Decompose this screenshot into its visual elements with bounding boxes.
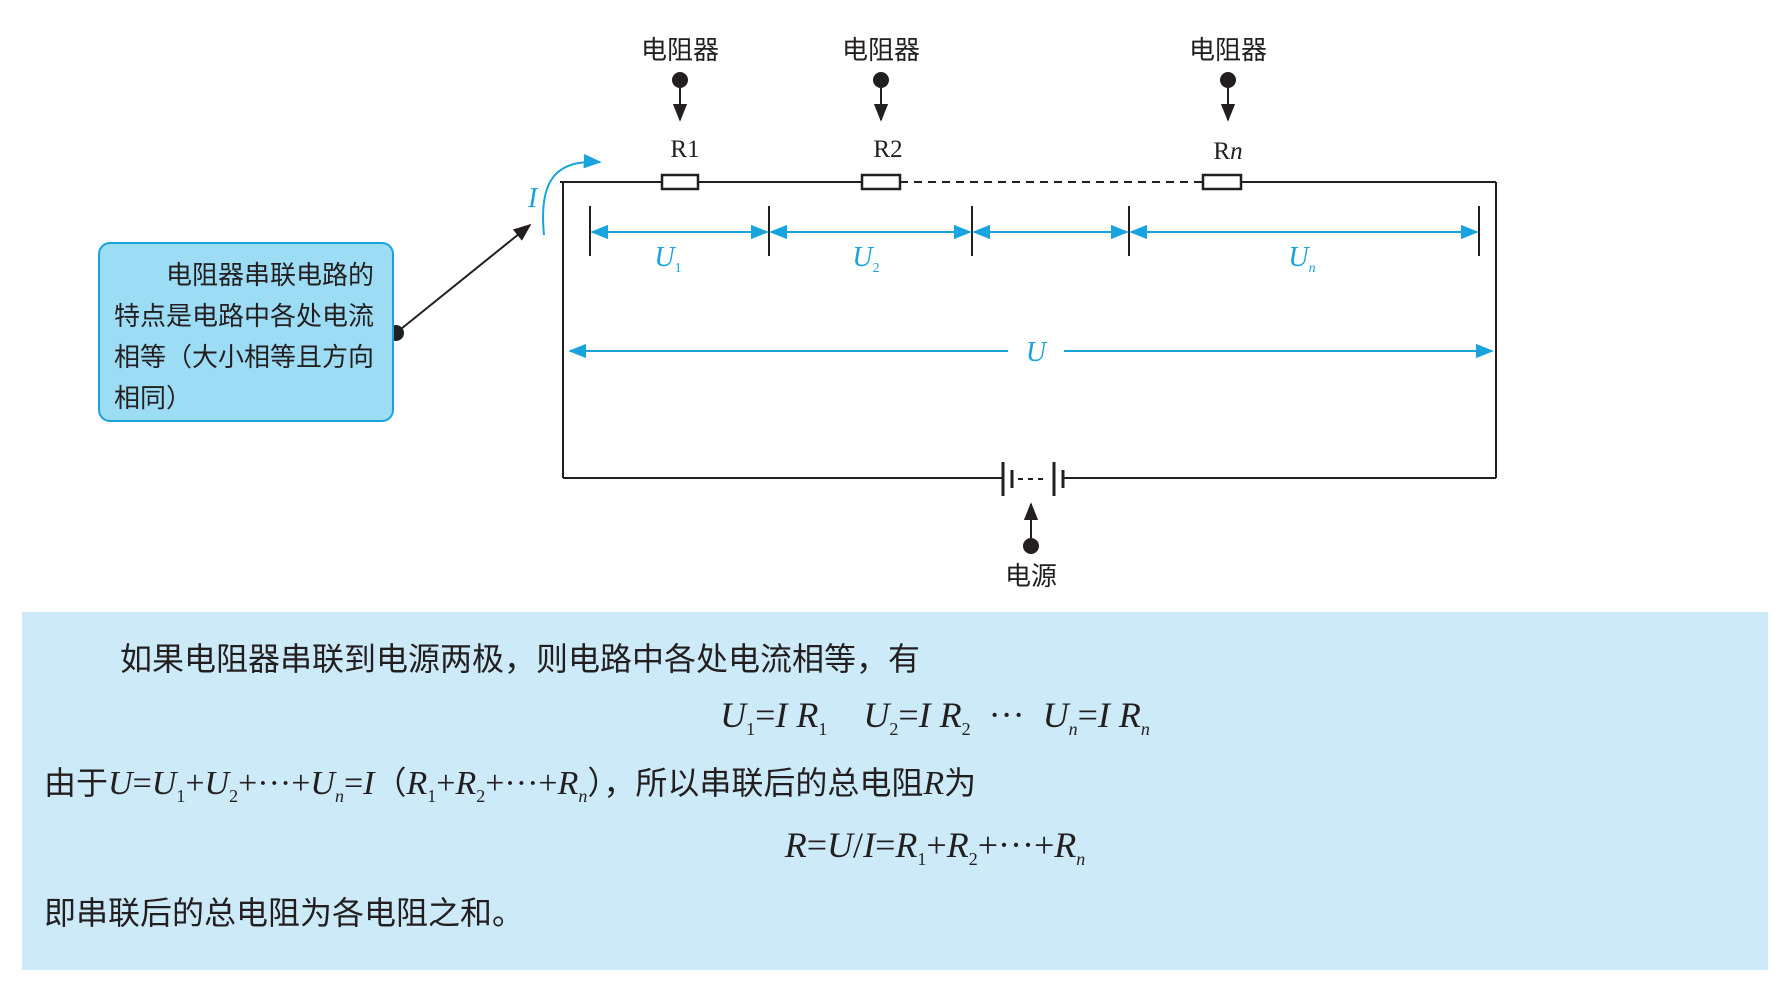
source-pointer: [1023, 502, 1039, 554]
resistor-r1: [660, 173, 700, 191]
current-label: I: [527, 183, 539, 214]
formula-ohms-law-each: U1=I R1 U2=I R2 ··· Un=I Rn: [720, 695, 1150, 740]
r2-label: R2: [873, 136, 902, 163]
series-circuit-diagram: 电阻器 电阻器 电阻器 R1 R2 Rn 电源 I U1 U2 Un U: [388, 36, 1497, 592]
resistor-r2: [860, 173, 902, 191]
explanation-line-3: 即串联后的总电阻为各电阻之和。: [44, 894, 525, 932]
source-label: 电源: [1005, 562, 1057, 592]
resistor-pointer-n: [1220, 72, 1236, 122]
explanation-panel: 如果电阻器串联到电源两极，则电路中各处电流相等，有 U1=I R1 U2=I R…: [22, 612, 1768, 970]
r1-label: R1: [670, 136, 699, 163]
u-total-label: U: [1026, 337, 1048, 368]
explanation-line-1: 如果电阻器串联到电源两极，则电路中各处电流相等，有: [120, 640, 921, 678]
u2-label: U2: [852, 242, 879, 276]
un-label: Un: [1288, 242, 1315, 276]
formula-total-resistance: R=U/I=R1+R2+···+Rn: [784, 825, 1086, 870]
rn-label: Rn: [1213, 138, 1242, 165]
callout-connector: [395, 223, 532, 334]
resistor-label-2: 电阻器: [842, 36, 920, 66]
circuit-wires: [560, 181, 1497, 479]
voltage-ticks: [589, 206, 1480, 256]
series-circuit-note: 电阻器串联电路的特点是电路中各处电流相等（大小相等且方向相同）: [98, 242, 394, 422]
resistor-label-1: 电阻器: [641, 36, 719, 66]
resistor-pointer-2: [873, 72, 889, 122]
resistor-rn: [1201, 173, 1243, 191]
resistor-label-n: 电阻器: [1189, 36, 1267, 66]
battery-symbol: [1001, 462, 1065, 496]
current-arrow: [542, 154, 602, 236]
u1-label: U1: [654, 242, 681, 276]
explanation-line-2: 由于U=U1+U2+···+Un=I（R1+R2+···+Rn），所以串联后的总…: [44, 764, 977, 806]
resistor-pointer-1: [672, 72, 688, 122]
series-circuit-note-text: 电阻器串联电路的特点是电路中各处电流相等（大小相等且方向相同）: [114, 261, 375, 414]
